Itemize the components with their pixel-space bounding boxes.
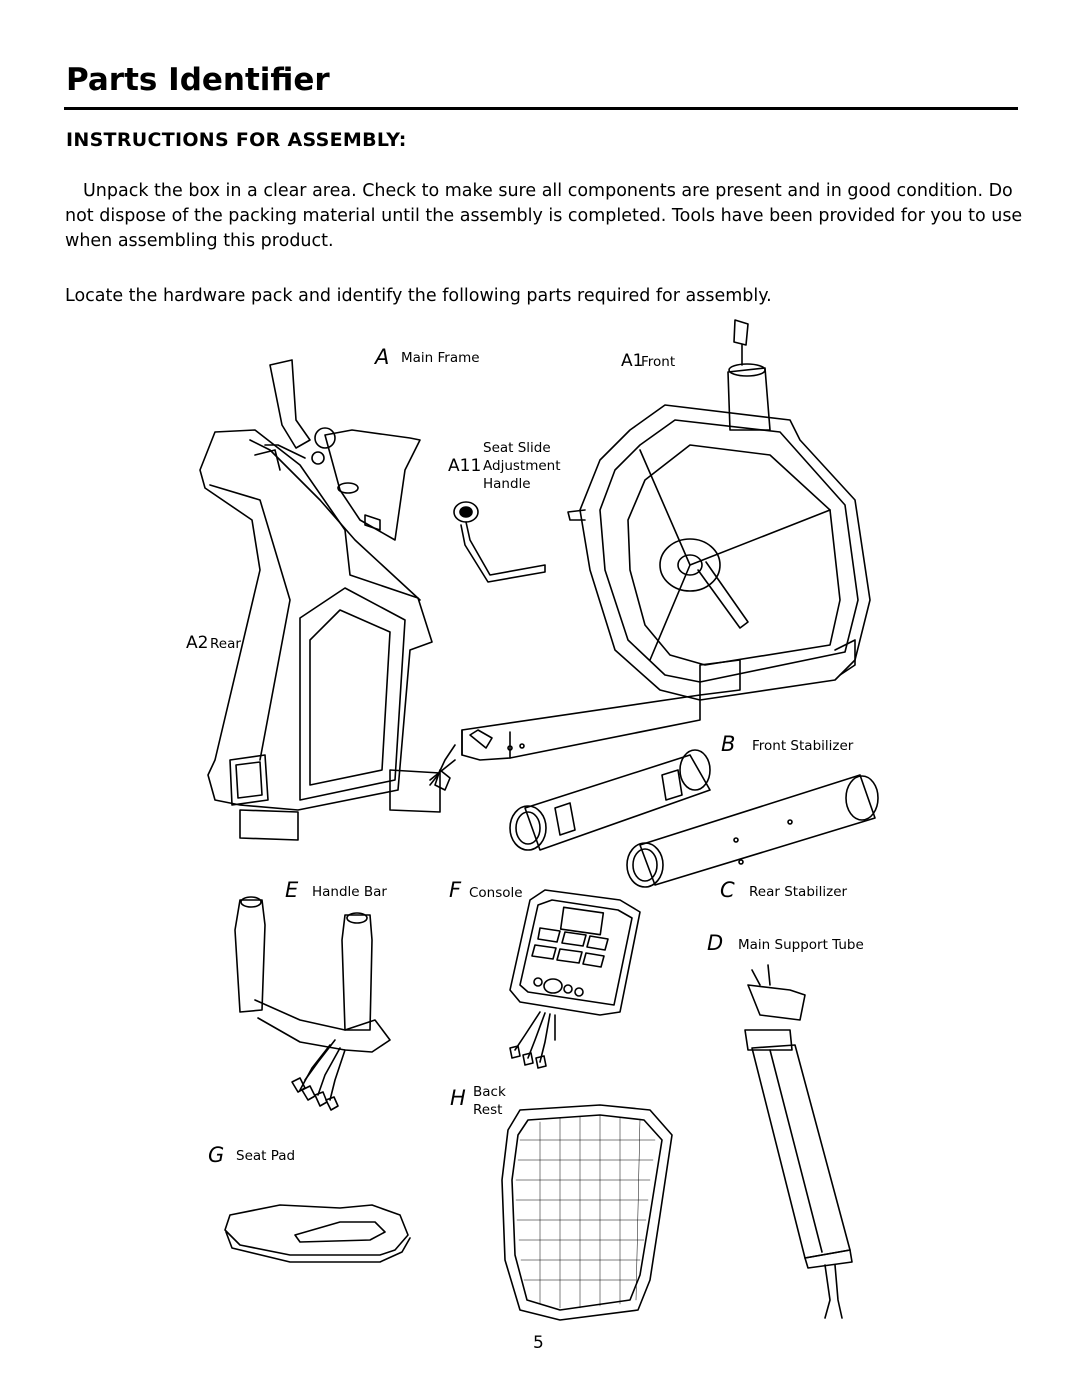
part-letter-a: A	[375, 345, 390, 369]
section-heading: INSTRUCTIONS FOR ASSEMBLY:	[66, 129, 407, 151]
part-name-seat-slide-line2: Adjustment	[483, 458, 561, 474]
page-title: Parts Identifier	[66, 62, 330, 98]
part-name-seat-slide-line1: Seat Slide	[483, 440, 551, 456]
part-name-seat-slide-line3: Handle	[483, 476, 531, 492]
part-name-rear: Rear	[210, 636, 241, 652]
main-support-tube-drawing	[744, 964, 853, 1319]
locate-paragraph: Locate the hardware pack and identify th…	[65, 286, 772, 306]
part-name-seat-pad: Seat Pad	[236, 1148, 296, 1164]
part-letter-h: H	[450, 1086, 466, 1110]
part-name-back-rest-line2: Rest	[473, 1102, 503, 1118]
back-rest-drawing	[501, 1104, 673, 1321]
part-name-main-frame: Main Frame	[401, 350, 480, 366]
part-letter-c: C	[720, 878, 735, 902]
intro-paragraph: Unpack the box in a clear area. Check to…	[65, 181, 1023, 251]
title-divider	[64, 107, 1018, 110]
part-name-front-stabilizer: Front Stabilizer	[752, 738, 854, 754]
main-frame-tube-drawing	[429, 694, 701, 791]
rear-frame-drawing	[199, 359, 456, 841]
part-name-console: Console	[469, 885, 523, 901]
console-drawing	[509, 889, 641, 1069]
handle-bar-drawing	[234, 896, 391, 1111]
part-letter-b: B	[721, 732, 736, 756]
part-letter-g: G	[208, 1143, 225, 1167]
part-name-front: Front	[641, 354, 676, 370]
seat-slide-handle-drawing	[453, 501, 546, 583]
part-letter-f: F	[449, 878, 462, 902]
part-code-a2: A2	[186, 633, 209, 653]
front-stabilizer-drawing	[509, 749, 711, 851]
part-code-a1: A1	[621, 351, 644, 371]
part-letter-e: E	[285, 878, 299, 902]
page-number: 5	[533, 1333, 544, 1353]
part-code-a11: A11	[448, 456, 482, 476]
rear-stabilizer-drawing	[626, 774, 879, 888]
part-name-main-support-tube: Main Support Tube	[738, 937, 864, 953]
part-name-back-rest-line1: Back	[473, 1084, 506, 1100]
seat-pad-drawing	[224, 1204, 411, 1263]
part-name-rear-stabilizer: Rear Stabilizer	[749, 884, 848, 900]
part-name-handle-bar: Handle Bar	[312, 884, 387, 900]
front-frame-drawing	[567, 319, 871, 701]
part-letter-d: D	[707, 931, 724, 955]
